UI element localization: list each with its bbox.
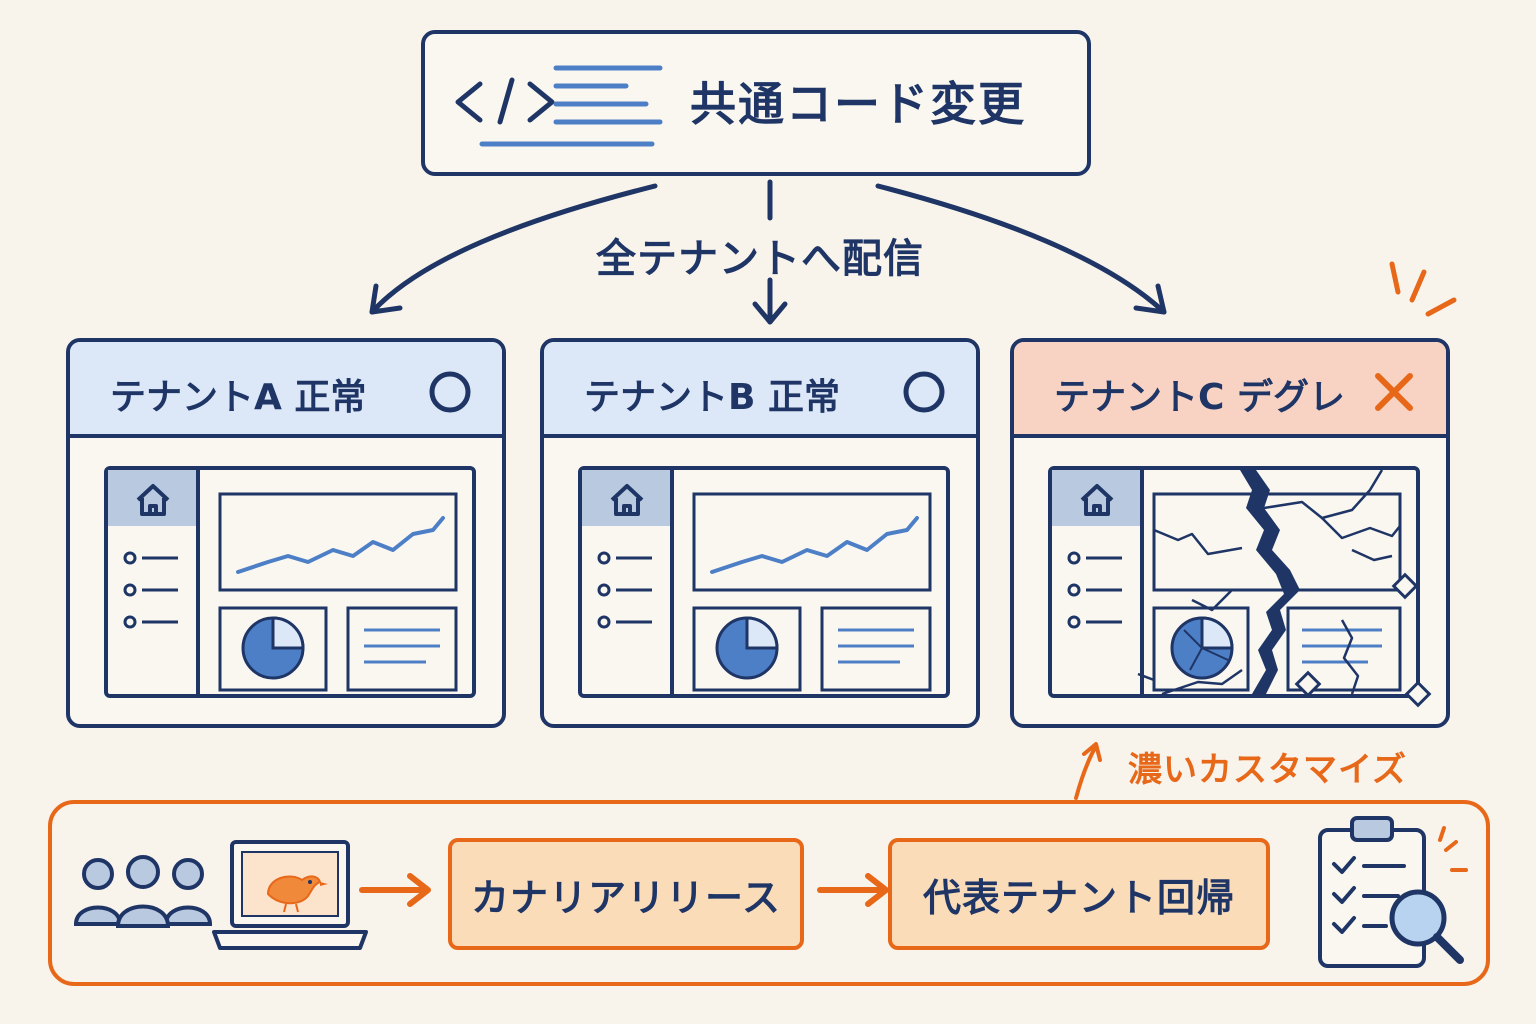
- tenant-card-title: テナントA 正常: [110, 377, 367, 418]
- laptop-bird-icon: [212, 840, 368, 950]
- canary-release-step: カナリアリリース: [448, 838, 804, 950]
- canary-icon: [266, 875, 328, 913]
- dashboard-screen: [104, 466, 476, 698]
- release-process-box: [48, 800, 1490, 986]
- tenant-card-title: テナントB 正常: [584, 377, 840, 418]
- common-code-change-title: 共通コード変更: [690, 77, 1026, 131]
- dashboard-mock: [1052, 469, 1419, 696]
- common-code-change-box: [421, 30, 1091, 176]
- broken-pie-chart-icon: [1170, 616, 1234, 680]
- code-icon: [455, 65, 663, 147]
- deliver-to-all-tenants-label: 全テナントへ配信: [596, 236, 924, 282]
- dashboard-mock: [108, 470, 458, 694]
- home-icon: [136, 484, 170, 516]
- heavy-customization-label: 濃いカスタマイズ: [1128, 750, 1407, 790]
- arrow-right-icon: [817, 873, 889, 907]
- alert-sparks-icon: [1389, 261, 1457, 317]
- cross-icon: [1375, 373, 1413, 411]
- arrow-right-icon: [359, 873, 431, 907]
- circle-icon: [429, 371, 471, 413]
- crack-icon: [1240, 470, 1300, 694]
- up-arrow-icon: [1074, 742, 1102, 800]
- line-chart-icon: [710, 516, 919, 574]
- home-icon: [610, 484, 644, 516]
- users-icon: [73, 855, 213, 928]
- tenant-card-header: テナントB 正常: [544, 342, 976, 438]
- tenant-card-header: テナントA 正常: [70, 342, 502, 438]
- pie-chart-icon: [715, 616, 779, 680]
- circle-icon: [903, 371, 945, 413]
- dashboard-mock: [582, 470, 932, 694]
- tenant-card-title: テナントC デグレ: [1054, 377, 1345, 418]
- tenant-card-header: テナントC デグレ: [1014, 342, 1446, 438]
- line-chart-icon: [236, 516, 445, 574]
- debris-icon: [1294, 670, 1432, 708]
- tenant-card-c: テナントC デグレ: [1010, 338, 1450, 728]
- dashboard-screen: [578, 466, 950, 698]
- home-icon: [1080, 484, 1114, 516]
- pie-chart-icon: [241, 616, 305, 680]
- representative-tenant-regression-step: 代表テナント回帰: [888, 838, 1270, 950]
- tenant-card-a: テナントA 正常: [66, 338, 506, 728]
- tenant-card-b: テナントB 正常: [540, 338, 980, 728]
- checklist-magnifier-icon: [1318, 816, 1468, 968]
- broken-dashboard-screen: [1048, 466, 1420, 698]
